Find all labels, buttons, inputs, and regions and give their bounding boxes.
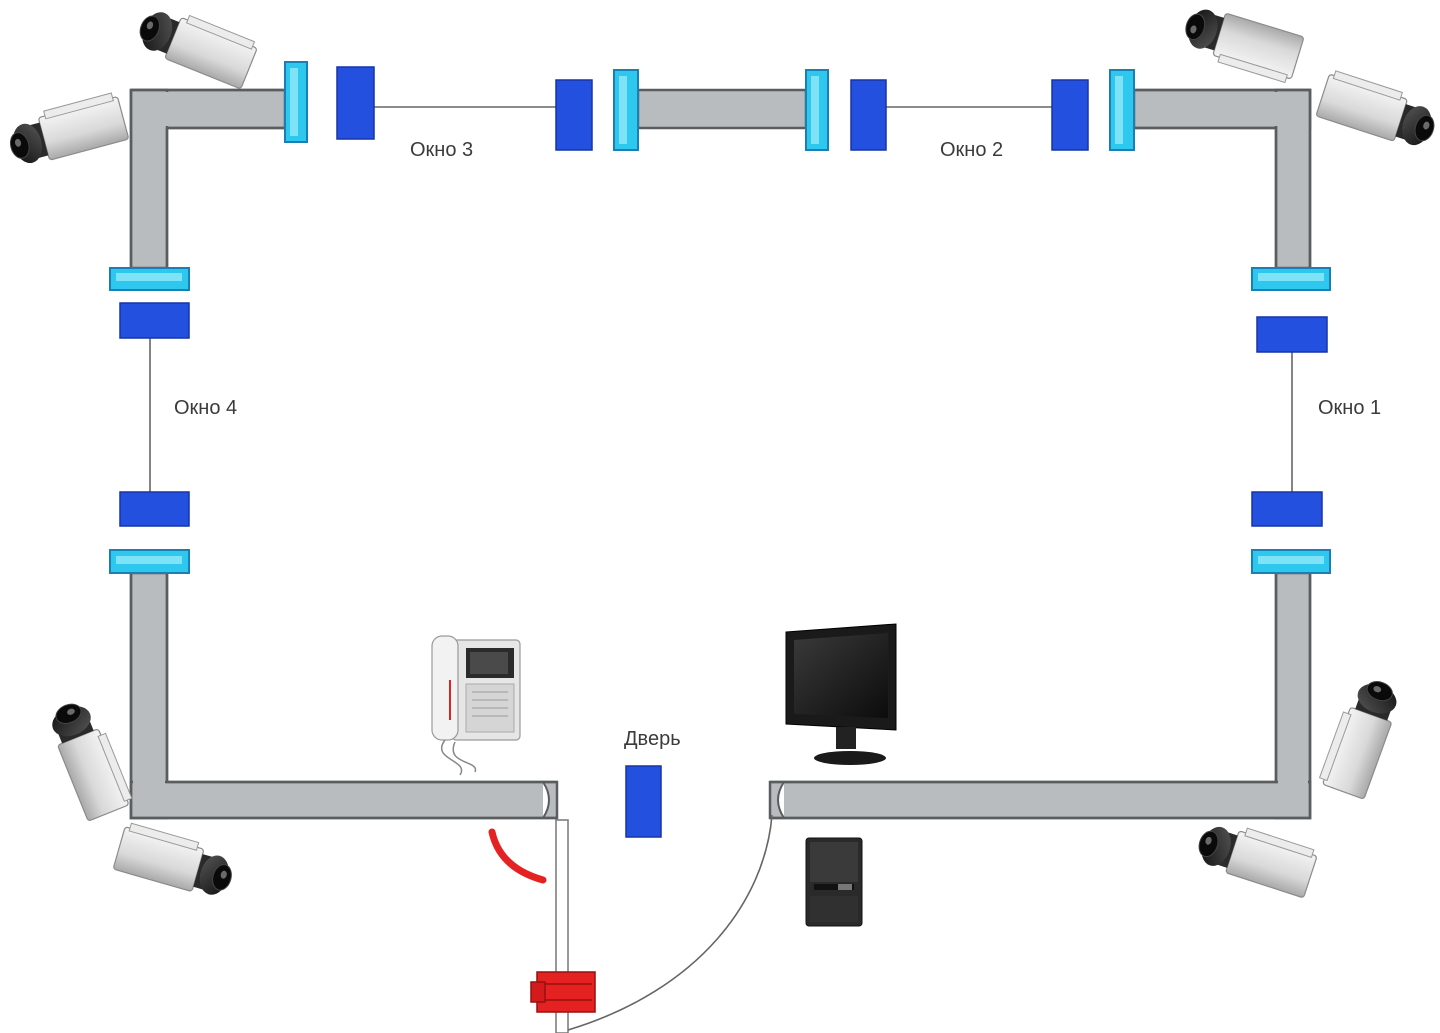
cctv-camera-icon xyxy=(1192,814,1320,899)
window-1 xyxy=(1251,267,1331,574)
door-jamb-left xyxy=(542,781,550,819)
window-sash xyxy=(1256,316,1328,353)
window-3-label: Окно 3 xyxy=(410,139,473,161)
window-2-label: Окно 2 xyxy=(940,139,1003,161)
window-sash xyxy=(1051,79,1089,151)
door-label: Дверь xyxy=(624,728,681,750)
cctv-camera-icon xyxy=(112,821,239,902)
wall-top-middle xyxy=(636,88,808,130)
monitor-icon xyxy=(785,623,897,765)
door-sash xyxy=(625,765,662,838)
door xyxy=(488,765,773,1033)
cctv-camera-icon xyxy=(3,91,130,170)
electric-lock-icon xyxy=(530,971,596,1013)
cctv-camera-icon xyxy=(44,694,135,822)
cctv-camera-icon xyxy=(1317,672,1405,800)
window-sash xyxy=(119,302,190,339)
cctv-camera-icon xyxy=(1178,2,1305,85)
intercom-icon xyxy=(431,635,521,776)
window-4 xyxy=(109,267,190,574)
door-sensor-icon xyxy=(488,828,547,884)
window-sash xyxy=(119,491,190,527)
window-sash xyxy=(555,79,593,151)
window-1-label: Окно 1 xyxy=(1318,397,1381,419)
window-4-label: Окно 4 xyxy=(174,397,237,419)
window-sash xyxy=(850,79,887,151)
cctv-camera-icon xyxy=(1315,68,1440,153)
computer-case-icon xyxy=(805,837,863,927)
window-sash xyxy=(336,66,375,140)
cctv-camera-icon xyxy=(132,0,260,90)
door-jamb-right xyxy=(777,781,785,819)
door-swing-arc xyxy=(567,814,773,1031)
window-sash xyxy=(1251,491,1323,527)
window-glass-lines xyxy=(149,106,1293,492)
window-2 xyxy=(805,69,1135,151)
window-3 xyxy=(284,61,639,151)
walls xyxy=(129,88,1312,820)
